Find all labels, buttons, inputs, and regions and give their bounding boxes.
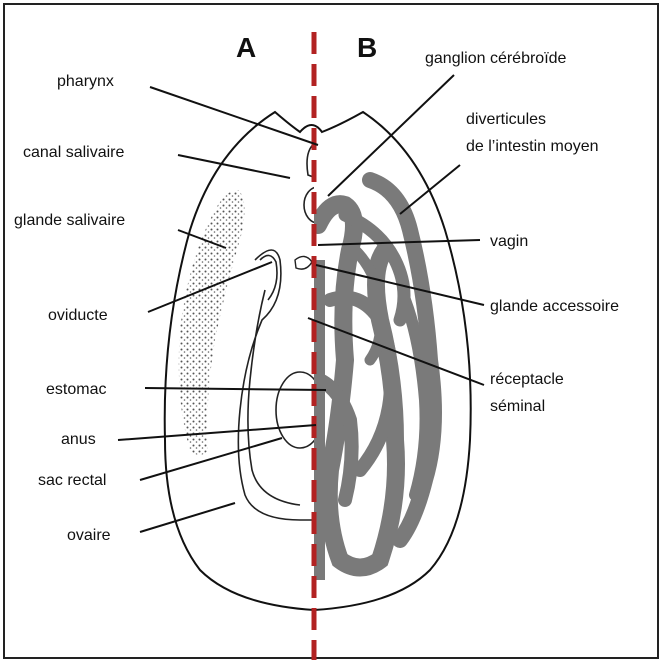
label-anus: anus xyxy=(61,431,96,448)
label-vagin: vagin xyxy=(490,233,528,250)
side-b-label: B xyxy=(357,32,377,63)
label-pharynx: pharynx xyxy=(57,73,114,90)
label-sac-rectal: sac rectal xyxy=(38,472,106,489)
label-receptacle-2: séminal xyxy=(490,398,545,415)
label-estomac: estomac xyxy=(46,381,106,398)
label-glande-accessoire: glande accessoire xyxy=(490,298,619,315)
label-diverticules-1: diverticules xyxy=(466,111,546,128)
label-diverticules-2: de l’intestin moyen xyxy=(466,138,599,155)
label-receptacle-1: réceptacle xyxy=(490,371,564,388)
side-a-label: A xyxy=(236,32,256,63)
label-oviducte: oviducte xyxy=(48,307,108,324)
label-ganglion: ganglion cérébroïde xyxy=(425,50,567,67)
label-glande-salivaire: glande salivaire xyxy=(14,212,125,229)
label-ovaire: ovaire xyxy=(67,527,111,544)
label-canal-salivaire: canal salivaire xyxy=(23,144,124,161)
